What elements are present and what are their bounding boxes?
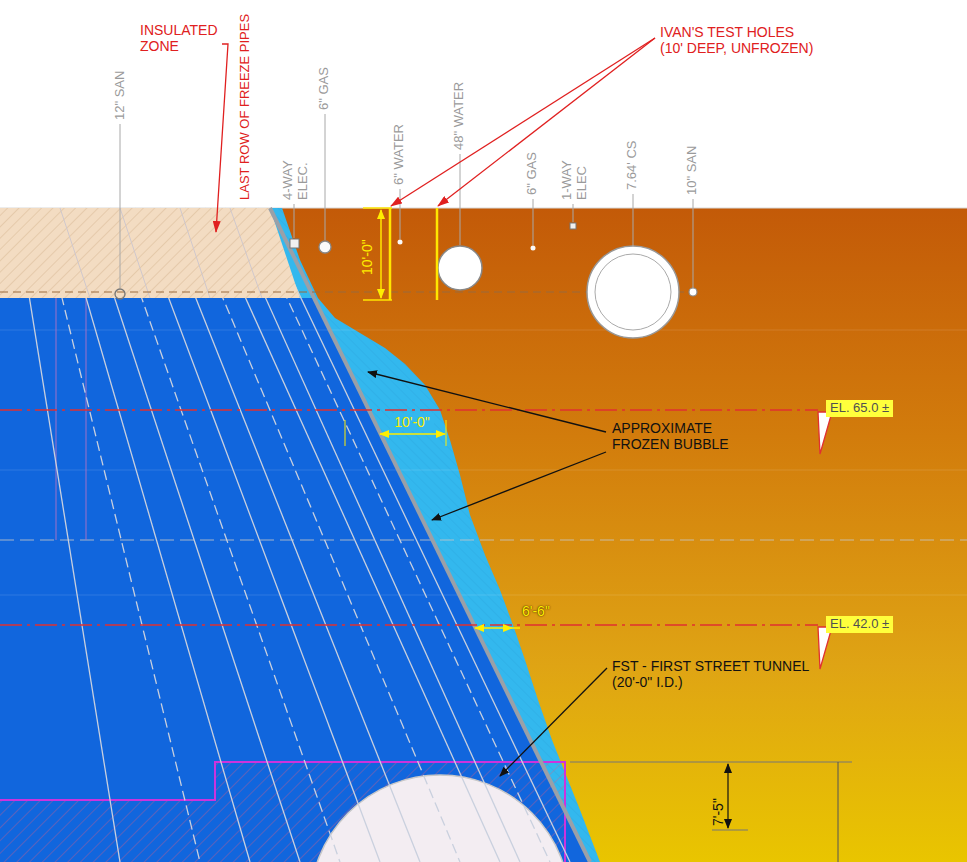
utility-label: 10" SAN	[685, 146, 700, 195]
elevation-tag: EL. 42.0 ±	[826, 616, 893, 633]
utility-label: 48" WATER	[452, 82, 467, 150]
callout-label: FST - FIRST STREET TUNNEL (20'-0" I.D.)	[612, 658, 827, 690]
callout-label: LAST ROW OF FREEZE PIPES	[238, 14, 253, 200]
utility-label: 1-WAY ELEC	[560, 144, 590, 200]
dimension-label: 6'-6"	[522, 603, 550, 619]
callout-label: IVAN'S TEST HOLES (10' DEEP, UNFROZEN)	[660, 24, 820, 56]
utility-label: 6" GAS	[317, 67, 332, 110]
dimension-label: 7'-5"	[710, 798, 726, 826]
callout-label: APPROXIMATE FROZEN BUBBLE	[612, 420, 747, 452]
elevation-tag: EL. 65.0 ±	[826, 400, 893, 417]
callout-label: INSULATED ZONE	[140, 22, 228, 54]
dimension-label: 10'-0"	[359, 239, 375, 275]
utility-label: 7.64' CS	[625, 141, 640, 190]
utility-label: 6" GAS	[525, 152, 540, 195]
utility-label: 4-WAY ELEC.	[281, 144, 311, 200]
utility-label: 6" WATER	[392, 124, 407, 185]
dimension-label: 10'-0"	[390, 413, 434, 431]
utility-label: 12" SAN	[113, 71, 128, 120]
